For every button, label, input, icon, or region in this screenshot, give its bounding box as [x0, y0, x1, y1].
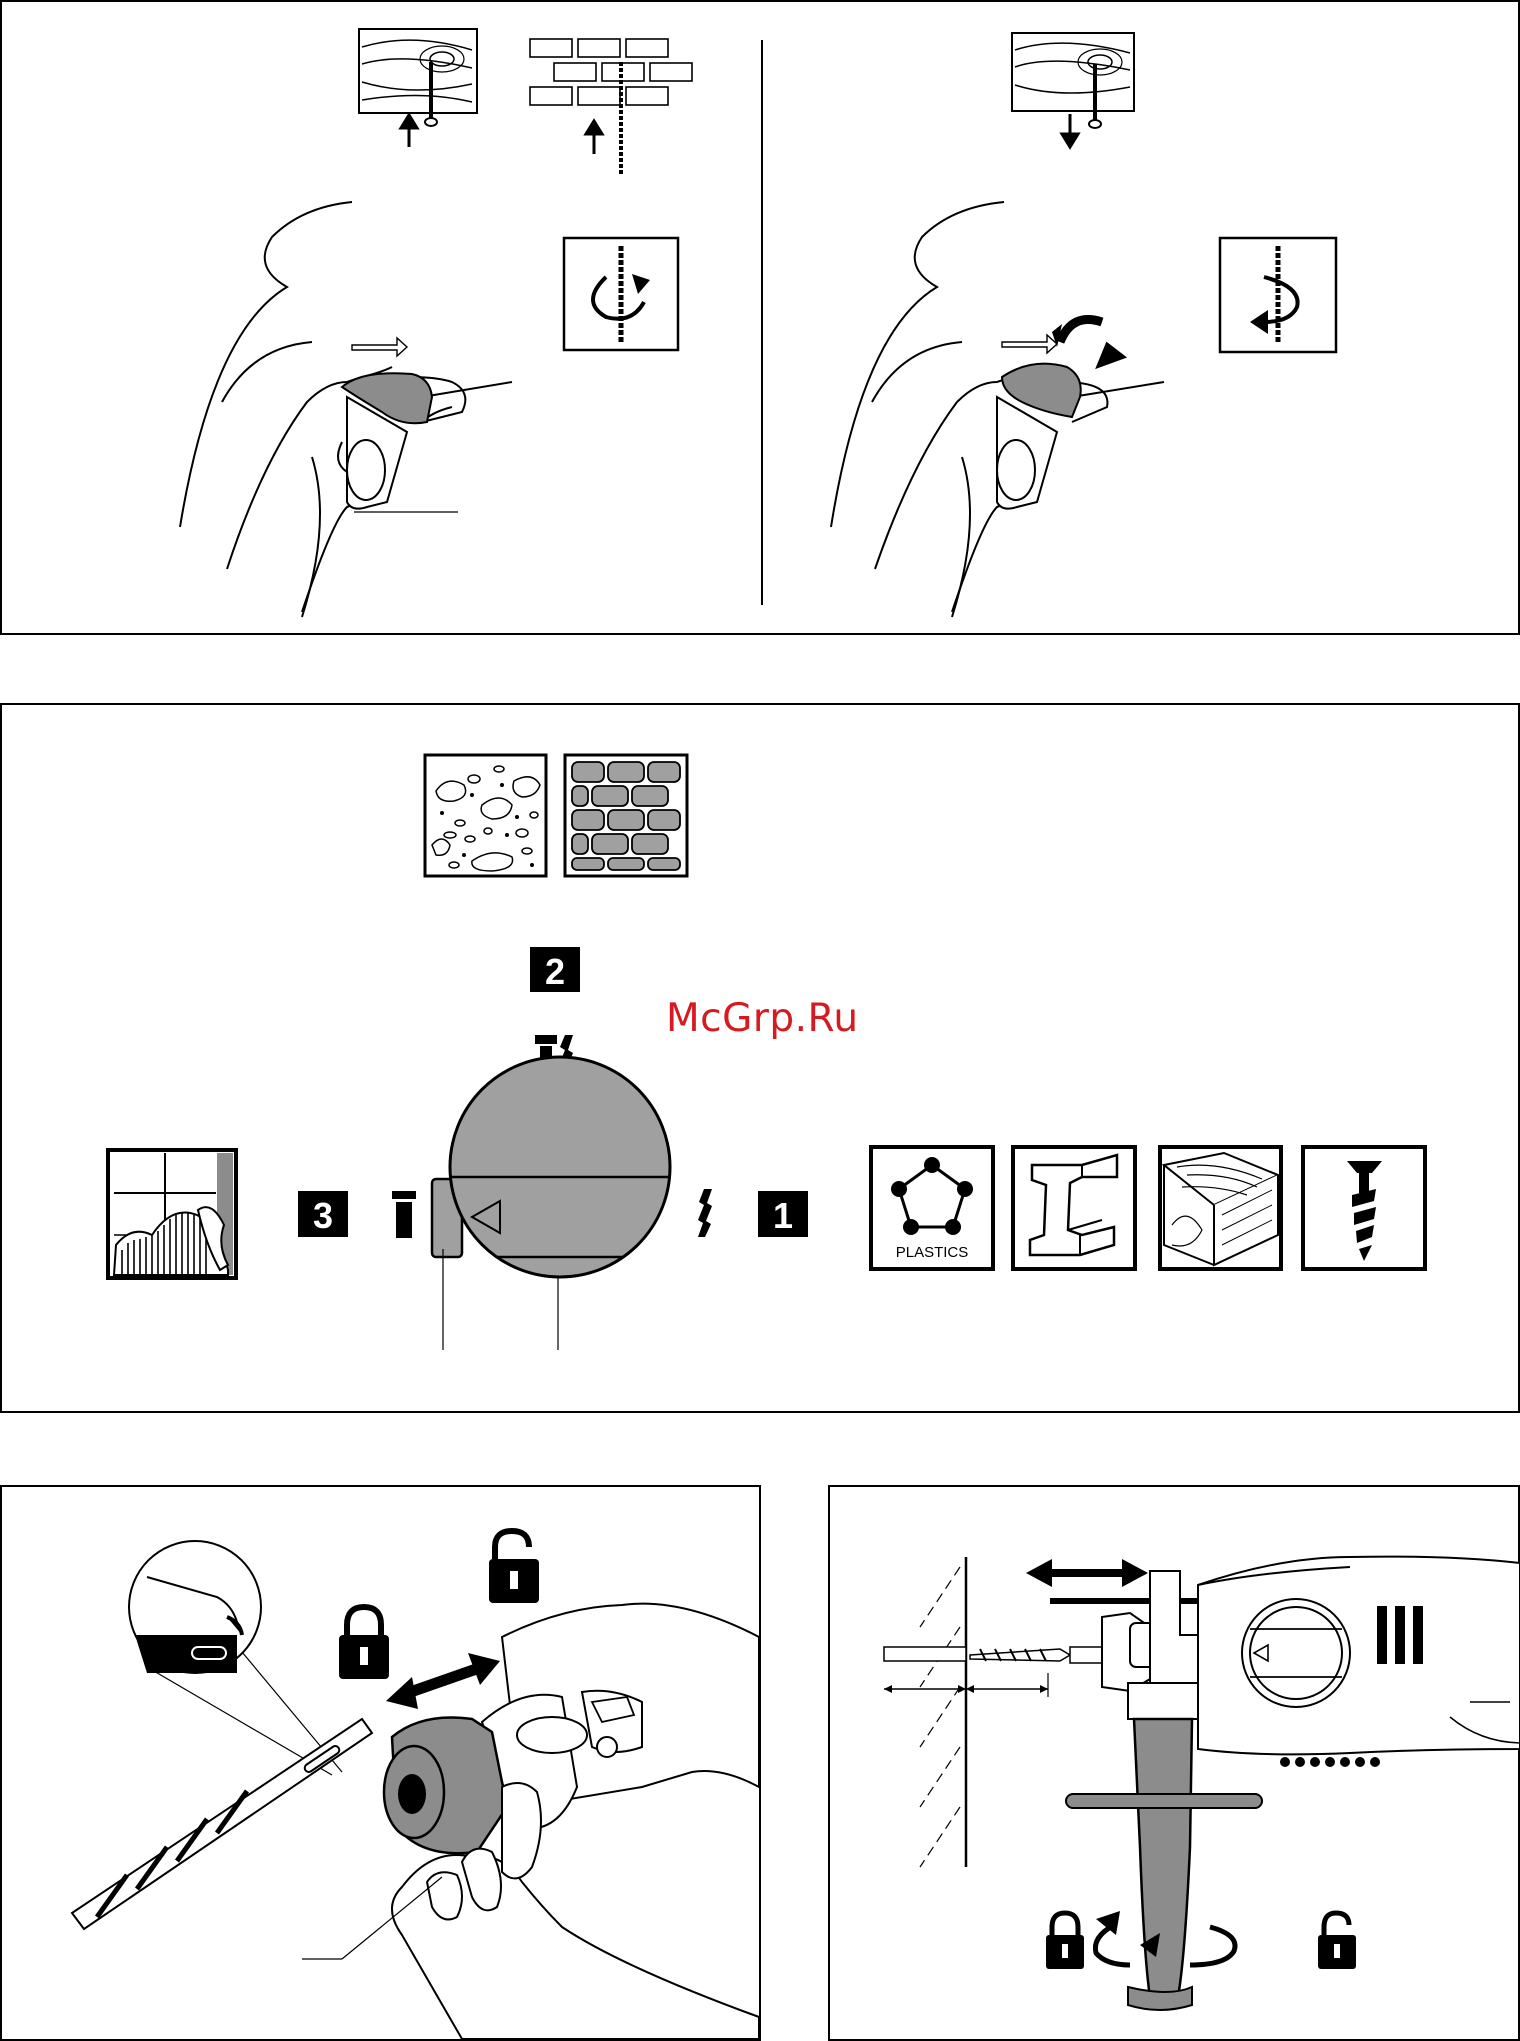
chisel-symbol-icon: [392, 1191, 416, 1238]
depth-stop-illustration: [830, 1487, 1520, 2039]
bit-insertion-panel: [0, 1485, 761, 2041]
drill-bit: [72, 1719, 372, 1929]
trigger-right: [997, 440, 1035, 500]
mode-selector-dial[interactable]: [432, 1057, 682, 1277]
brick-drill-icon: [530, 39, 692, 174]
unlock-icon-handle: [1318, 1913, 1356, 1969]
vent-dots: [1280, 1757, 1380, 1767]
wall-chiselling-icon: [108, 1150, 236, 1278]
wood-screw-in-icon: [359, 29, 477, 147]
drill-chuck: [384, 1604, 759, 1854]
operating-mode-panel: 2 3 1: [0, 703, 1520, 1413]
mode-1-label: 1: [773, 1195, 793, 1236]
bit-insertion-illustration: [2, 1487, 759, 2039]
lock-icon: [339, 1607, 389, 1679]
rotation-direction-illustration: [2, 2, 1518, 633]
depth-stop-panel: [828, 1485, 1520, 2041]
plastics-icon: PLASTICS: [871, 1147, 993, 1269]
concrete-icon: [425, 755, 546, 876]
screw-icon: [1303, 1147, 1425, 1269]
mode-3-label: 3: [313, 1195, 333, 1236]
rotation-clockwise-icon: [564, 238, 678, 350]
brick-wall-icon: [565, 755, 687, 876]
rotation-direction-panel: [0, 0, 1520, 635]
double-arrow-icon: [386, 1653, 500, 1709]
steel-beam-icon: [1013, 1147, 1135, 1269]
rotation-counterclockwise-icon: [1220, 238, 1336, 352]
watermark: McGrp.Ru: [666, 996, 859, 1041]
unlock-icon: [489, 1531, 539, 1603]
lock-icon-handle: [1046, 1913, 1084, 1969]
drill-bit-symbol-icon: [698, 1189, 712, 1237]
trigger-left: [347, 440, 385, 500]
wood-board-icon: [1160, 1147, 1281, 1269]
operating-mode-illustration: 2 3 1: [2, 705, 1518, 1411]
depth-double-arrow-icon: [1026, 1559, 1148, 1587]
wood-screw-out-icon: [1012, 33, 1134, 147]
wall-section: [884, 1557, 1048, 1867]
grease-detail-magnifier: [129, 1541, 261, 1673]
mode-2-label: 2: [545, 951, 565, 992]
plastics-label: PLASTICS: [896, 1244, 969, 1261]
